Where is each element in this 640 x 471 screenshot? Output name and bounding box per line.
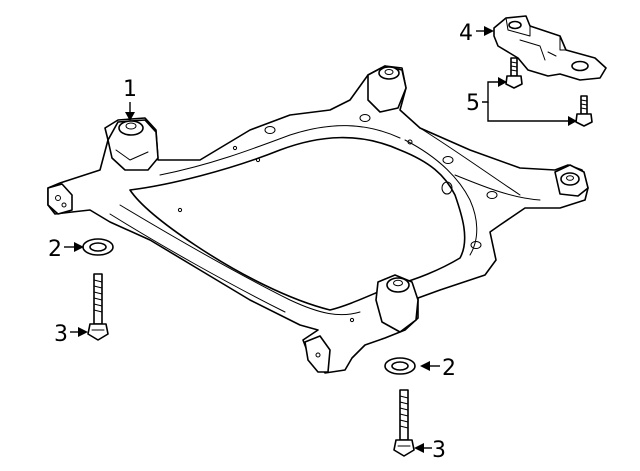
svg-text:3: 3 bbox=[54, 322, 68, 347]
callout-2-lower: 2 bbox=[420, 356, 456, 381]
callout-1: 1 bbox=[123, 77, 137, 121]
svg-text:3: 3 bbox=[432, 438, 446, 463]
svg-text:2: 2 bbox=[442, 356, 456, 381]
svg-text:2: 2 bbox=[48, 237, 62, 262]
svg-text:1: 1 bbox=[123, 77, 137, 102]
bolt-lower bbox=[393, 389, 415, 457]
washer-lower bbox=[384, 357, 416, 375]
callout-2-upper: 2 bbox=[48, 237, 84, 262]
bracket-bolt-lower bbox=[575, 95, 593, 127]
washer-upper bbox=[82, 238, 114, 256]
callout-4: 4 bbox=[459, 21, 494, 46]
callout-3-upper: 3 bbox=[54, 322, 88, 347]
bracket-bolt-upper bbox=[505, 57, 523, 89]
mount-bracket bbox=[493, 15, 607, 81]
bolt-upper bbox=[87, 273, 109, 341]
svg-text:5: 5 bbox=[466, 91, 480, 116]
subframe bbox=[47, 65, 589, 374]
svg-text:4: 4 bbox=[459, 21, 473, 46]
callout-5: 5 bbox=[466, 77, 577, 126]
callout-3-lower: 3 bbox=[414, 438, 446, 463]
